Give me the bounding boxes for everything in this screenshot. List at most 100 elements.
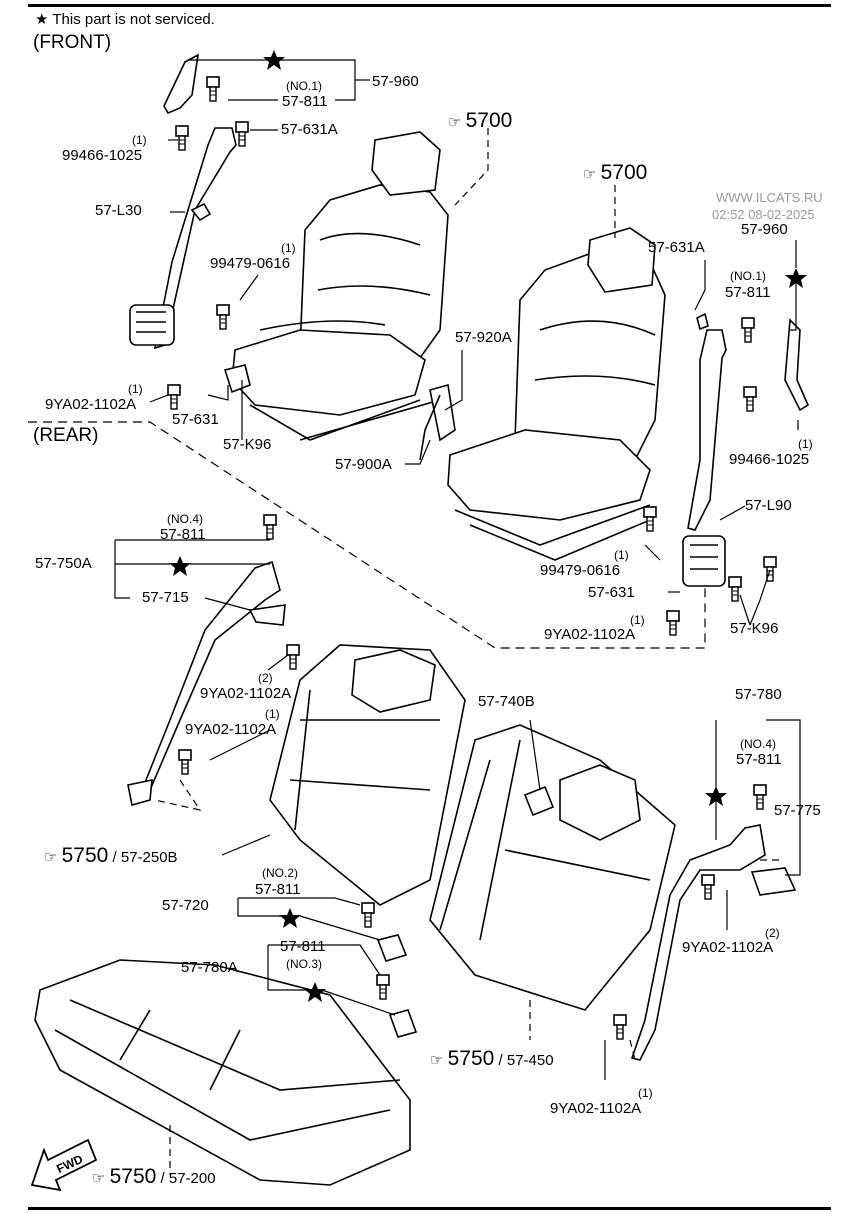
front-right-seatbelt: [682, 312, 810, 587]
part-57-720[interactable]: 57-720: [162, 897, 209, 914]
part-9ya02-1102a[interactable]: 9YA02-1102A: [200, 685, 292, 702]
ref-5700-b[interactable]: ☞ 5700: [583, 162, 647, 186]
section-rear-label: (REAR): [33, 425, 99, 446]
watermark-stamp: 02:52 08-02-2025: [712, 207, 815, 222]
part-9ya02-1102a[interactable]: 9YA02-1102A: [185, 721, 277, 738]
section-divider: [28, 421, 706, 649]
part-57-811[interactable]: 57-811: [280, 938, 326, 955]
part-57-631[interactable]: 57-631: [588, 584, 635, 601]
section-front-label: (FRONT): [33, 32, 112, 53]
bolt-9ya02-c: [286, 644, 300, 670]
ref-5750-b[interactable]: ☞ 5750 / 57-450: [430, 1048, 554, 1072]
center-buckles: [376, 934, 418, 1038]
book-icon: ☞: [430, 1052, 444, 1069]
part-9ya02-1102a[interactable]: 9YA02-1102A: [550, 1100, 642, 1117]
qty-1: (1): [128, 382, 143, 396]
part-57-775[interactable]: 57-775: [774, 802, 821, 819]
bolt-9ya02-e: [701, 874, 715, 900]
part-57-811[interactable]: 57-811: [255, 881, 301, 898]
rear-right-seatback: [429, 724, 676, 1011]
book-icon: ☞: [583, 166, 597, 183]
front-left-seatbelt: [129, 53, 237, 350]
part-57-750a[interactable]: 57-750A: [35, 555, 92, 572]
fwd-arrow-icon: [30, 1138, 98, 1192]
qty-no1: (NO.1): [286, 79, 322, 93]
part-57-811[interactable]: 57-811: [282, 93, 328, 110]
qty-1: (1): [638, 1086, 653, 1100]
qty-2: (2): [258, 671, 273, 685]
ref-num: 5750: [109, 1165, 157, 1188]
star-icon: ★: [35, 11, 49, 28]
part-57-631a[interactable]: 57-631A: [648, 239, 705, 256]
part-99479-0616[interactable]: 99479-0616: [210, 255, 291, 272]
part-57-l90[interactable]: 57-L90: [745, 497, 792, 514]
qty-1: (1): [281, 241, 296, 255]
qty-no3: (NO.3): [286, 957, 322, 971]
ref-sub: / 57-250B: [112, 849, 178, 866]
part-57-631[interactable]: 57-631: [172, 411, 219, 428]
part-57-960[interactable]: 57-960: [741, 221, 788, 238]
part-99466-1025[interactable]: 99466-1025: [729, 451, 810, 468]
legend-text: This part is not serviced.: [52, 11, 215, 28]
part-57-811[interactable]: 57-811: [160, 526, 206, 543]
part-57-811[interactable]: 57-811: [736, 751, 782, 768]
bolt-9ya02-f: [613, 1014, 627, 1040]
qty-no2: (NO.2): [262, 866, 298, 880]
bolt-57-811-b: [741, 317, 755, 343]
front-left-seat: [223, 131, 449, 441]
qty-1: (1): [132, 133, 147, 147]
diagram-frame: [28, 4, 831, 1210]
book-icon: ☞: [44, 849, 58, 866]
dashed-leaders: [154, 128, 780, 1175]
ref-num: 5700: [465, 109, 513, 132]
bolt-9ya02-d: [178, 749, 192, 775]
part-57-780[interactable]: 57-780: [735, 686, 782, 703]
qty-1: (1): [630, 613, 645, 627]
bolt-57-811-d: [753, 784, 767, 810]
part-57-l30[interactable]: 57-L30: [95, 202, 142, 219]
part-57-780a[interactable]: 57-780A: [181, 959, 238, 976]
bolt-99466-a: [175, 125, 189, 151]
part-57-631a[interactable]: 57-631A: [281, 121, 338, 138]
ref-num: 5750: [447, 1047, 495, 1070]
ref-sub: / 57-450: [498, 1052, 554, 1069]
qty-1: (1): [265, 707, 280, 721]
book-icon: ☞: [448, 114, 462, 131]
part-57-k96[interactable]: 57-K96: [223, 436, 272, 453]
part-57-715[interactable]: 57-715: [142, 589, 189, 606]
bolt-9ya02-b: [666, 610, 680, 636]
rear-right-seatbelt: [630, 824, 797, 1061]
part-57-740b[interactable]: 57-740B: [478, 693, 535, 710]
ref-5700-a[interactable]: ☞ 5700: [448, 110, 512, 134]
part-57-811[interactable]: 57-811: [725, 284, 771, 301]
ref-num: 5750: [61, 844, 109, 867]
ref-5750-c[interactable]: ☞ 5750 / 57-200: [92, 1166, 216, 1190]
qty-1: (1): [798, 437, 813, 451]
bolt-57-811-e: [361, 902, 375, 928]
watermark-site: WWW.ILCATS.RU: [716, 190, 823, 205]
star-icons: [169, 50, 807, 1002]
part-9ya02-1102a[interactable]: 9YA02-1102A: [682, 939, 774, 956]
ref-sub: / 57-200: [160, 1170, 216, 1187]
rear-left-seatback: [269, 644, 466, 906]
legend-note: ★ This part is not serviced.: [35, 12, 215, 28]
ref-5750-a[interactable]: ☞ 5750 / 57-250B: [44, 845, 178, 869]
qty-1: (1): [614, 548, 629, 562]
clip-57-631a-a: [235, 121, 249, 147]
qty-no4: (NO.4): [740, 737, 776, 751]
part-99466-1025[interactable]: 99466-1025: [62, 147, 143, 164]
bolt-57-k96-b2: [763, 556, 777, 582]
bolt-99479-a: [216, 304, 230, 330]
part-9ya02-1102a[interactable]: 9YA02-1102A: [45, 396, 137, 413]
part-57-900a[interactable]: 57-900A: [335, 456, 392, 473]
part-57-k96[interactable]: 57-K96: [730, 620, 779, 637]
part-9ya02-1102a[interactable]: 9YA02-1102A: [544, 626, 636, 643]
bolt-99466-b: [743, 386, 757, 412]
part-57-960[interactable]: 57-960: [372, 73, 419, 90]
qty-no4: (NO.4): [167, 512, 203, 526]
bolt-99479-b: [643, 506, 657, 532]
leader-lines: [114, 59, 801, 1080]
part-99479-0616[interactable]: 99479-0616: [540, 562, 621, 579]
part-57-920a[interactable]: 57-920A: [455, 329, 512, 346]
